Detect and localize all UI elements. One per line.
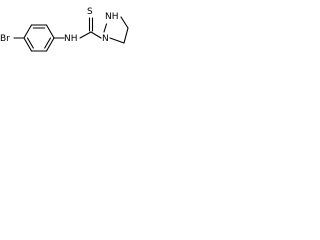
aromatic-inner-bond xyxy=(44,37,52,49)
bromophenyl-ring xyxy=(23,24,55,52)
ring-nh-label: NH xyxy=(105,12,119,22)
ring-bond xyxy=(103,23,108,33)
aromatic-inner-bond xyxy=(26,37,34,49)
ring-n-label: N xyxy=(102,34,109,44)
bromine-label: Br xyxy=(0,34,10,44)
ring-bond xyxy=(45,24,55,39)
ring-bond xyxy=(23,24,33,39)
c-n-ring-bond xyxy=(90,31,102,39)
sulfur-label: S xyxy=(87,7,93,17)
ring-bond xyxy=(45,37,55,52)
ring-bond xyxy=(109,37,125,44)
pyrazolidine-ring xyxy=(103,16,129,44)
ring-bond xyxy=(23,37,33,52)
amide-nh-label: NH xyxy=(64,34,78,44)
chemical-structure: Br NH S N NH xyxy=(0,7,129,52)
ring-bond xyxy=(120,16,129,29)
n-c-bond xyxy=(79,31,92,39)
ring-bond xyxy=(123,27,129,44)
